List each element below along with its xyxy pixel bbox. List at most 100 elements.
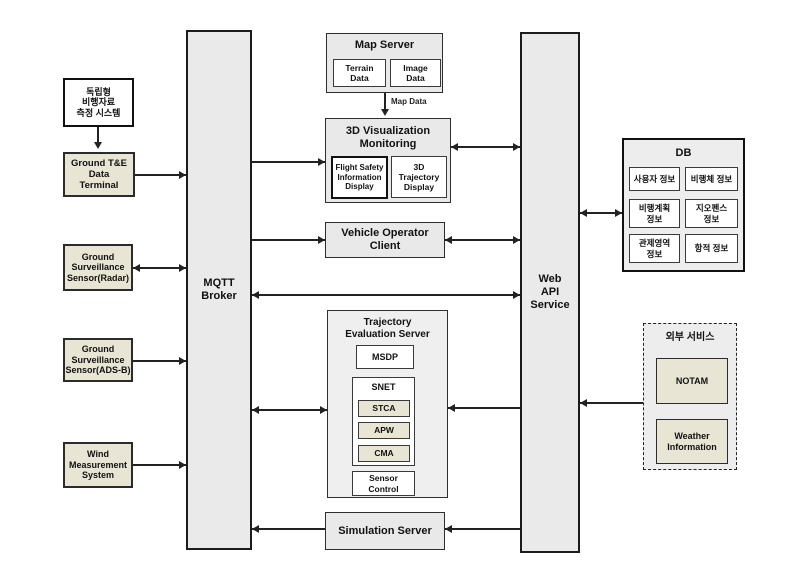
arrowhead-left (448, 404, 455, 412)
node-label: Sensor Control (368, 473, 399, 494)
db-cell-flight-plan-info: 비행계획 정보 (629, 199, 680, 228)
node-label: CMA (374, 448, 394, 459)
cell-label: 사용자 정보 (633, 173, 676, 184)
arrowhead-right (179, 264, 186, 272)
node-image-data: Image Data (390, 59, 441, 87)
node-apw: APW (358, 422, 410, 439)
node-title: DB (675, 147, 692, 159)
node-label: Web API Service (530, 273, 570, 311)
arrowhead-left (451, 143, 458, 151)
node-cma: CMA (358, 445, 410, 462)
node-title: Trajectory Evaluation Server (345, 317, 430, 340)
arrowhead-down (381, 109, 389, 116)
node-label: Vehicle Operator Client (341, 227, 429, 252)
arrow-standalone-to-groundte (97, 127, 99, 144)
arrowhead-right (513, 236, 520, 244)
node-label: MQTT Broker (201, 277, 237, 302)
node-db: DB 사용자 정보 비행체 정보 비행계획 정보 지오펜스 정보 관제영역 정보… (622, 138, 745, 272)
arrow-radar-mqtt (133, 267, 186, 269)
db-cell-user-info: 사용자 정보 (629, 167, 680, 191)
arrowhead-right (179, 171, 186, 179)
node-label: Flight Safety Information Display (335, 163, 384, 192)
db-cell-control-area-info: 관제영역 정보 (629, 234, 680, 263)
node-label: Image Data (403, 62, 428, 83)
node-sensor-control: Sensor Control (352, 471, 415, 496)
node-ground-surveillance-radar: Ground Surveillance Sensor(Radar) (63, 244, 133, 291)
arrowhead-left (445, 236, 452, 244)
node-label: Ground Surveillance Sensor(Radar) (66, 251, 129, 283)
cell-label: 비행체 정보 (690, 173, 733, 184)
arrow-wind-to-mqtt (133, 464, 186, 466)
arrow-adsb-to-mqtt (133, 360, 186, 362)
node-label: STCA (372, 403, 396, 414)
node-label: Simulation Server (338, 524, 432, 537)
arrowhead-left (252, 406, 259, 414)
arrowhead-left (580, 209, 587, 217)
node-external-services: 외부 서비스 NOTAM Weather Information (643, 323, 737, 470)
arrowhead-right (513, 291, 520, 299)
node-ground-te-data-terminal: Ground T&E Data Terminal (63, 152, 135, 197)
arrow-viz-webapi (451, 146, 520, 148)
arrowhead-left (252, 525, 259, 533)
node-msdp: MSDP (356, 345, 414, 369)
node-snet: SNET STCA APW CMA (352, 377, 415, 466)
arrowhead-left (580, 399, 587, 407)
node-label: Terrain Data (345, 62, 374, 83)
node-map-server: Map Server Terrain Data Image Data (326, 33, 443, 93)
arrow-mqtt-webapi (252, 294, 520, 296)
arrow-webapi-to-sim (445, 528, 520, 530)
node-terrain-data: Terrain Data (333, 59, 386, 87)
node-label: Weather Information (667, 430, 717, 452)
arrowhead-right (179, 461, 186, 469)
arrowhead-right (615, 209, 622, 217)
arrow-mqtt-to-viz (252, 161, 325, 163)
node-simulation-server: Simulation Server (325, 512, 445, 550)
arrow-mapserver-to-viz (384, 93, 386, 111)
node-standalone-flight-data-system: 독립형 비행자료 측정 시스템 (63, 78, 134, 127)
arrowhead-down (94, 142, 102, 149)
node-label: 독립형 비행자료 측정 시스템 (76, 86, 121, 118)
node-title: Map Server (354, 39, 415, 51)
node-3d-visualization-monitoring: 3D Visualization Monitoring Flight Safet… (325, 118, 451, 203)
node-title: 외부 서비스 (665, 332, 715, 343)
arrow-webapi-to-tes (448, 407, 520, 409)
arrowhead-left (252, 291, 259, 299)
arrowhead-right (318, 158, 325, 166)
db-cell-geofence-info: 지오펜스 정보 (685, 199, 738, 228)
cell-label: 지오펜스 정보 (695, 203, 728, 224)
arrow-mqtt-to-voc (252, 239, 325, 241)
arrowhead-right (513, 143, 520, 151)
cell-label: 관제영역 정보 (638, 238, 671, 259)
node-label: 3D Trajectory Display (398, 161, 440, 192)
node-flight-safety-information-display: Flight Safety Information Display (331, 156, 388, 199)
arrow-sim-to-mqtt (252, 528, 325, 530)
node-title: 3D Visualization Monitoring (345, 125, 431, 151)
arrowhead-right (179, 357, 186, 365)
arrow-mqtt-tes (252, 409, 327, 411)
arrowhead-left (445, 525, 452, 533)
arrow-external-to-webapi (580, 402, 643, 404)
node-notam: NOTAM (656, 358, 728, 404)
node-stca: STCA (358, 400, 410, 417)
db-cell-vehicle-info: 비행체 정보 (685, 167, 738, 191)
node-weather-information: Weather Information (656, 419, 728, 464)
arrowhead-right (318, 236, 325, 244)
map-data-arrow-label: Map Data (391, 97, 427, 106)
node-ground-surveillance-adsb: Ground Surveillance Sensor(ADS-B) (63, 338, 133, 382)
cell-label: 항적 정보 (694, 243, 729, 254)
node-web-api-service: Web API Service (520, 32, 580, 553)
cell-label: 비행계획 정보 (638, 203, 671, 224)
db-cell-track-info: 항적 정보 (685, 234, 738, 263)
node-label: MSDP (371, 351, 398, 362)
node-mqtt-broker: MQTT Broker (186, 30, 252, 550)
node-title: SNET (371, 382, 396, 392)
node-label: Wind Measurement System (68, 449, 128, 481)
node-wind-measurement-system: Wind Measurement System (63, 442, 133, 488)
node-vehicle-operator-client: Vehicle Operator Client (325, 222, 445, 258)
node-trajectory-evaluation-server: Trajectory Evaluation Server MSDP SNET S… (327, 310, 448, 498)
node-label: Ground Surveillance Sensor(ADS-B) (65, 344, 131, 376)
node-label: Ground T&E Data Terminal (71, 157, 127, 192)
arrow-groundte-to-mqtt (135, 174, 186, 176)
node-label: NOTAM (675, 375, 709, 386)
